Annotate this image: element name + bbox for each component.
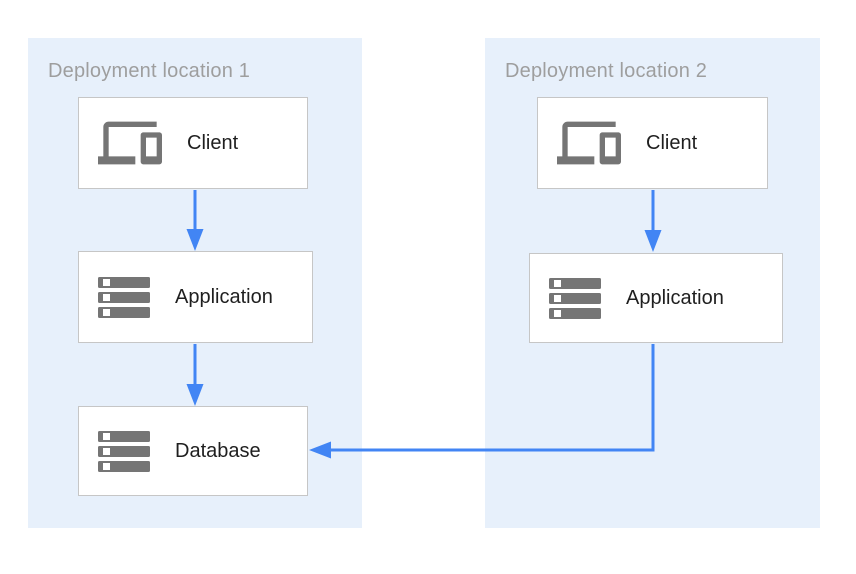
node-application: Application (529, 253, 783, 343)
node-client: Client (78, 97, 308, 189)
devices-icon (557, 111, 621, 175)
node-label: Client (187, 131, 239, 154)
zone-title: Deployment location 1 (48, 60, 251, 82)
node-label: Database (175, 439, 261, 462)
zone-deployment-location-1: Deployment location 1 Client Application (28, 38, 362, 528)
zone-deployment-location-2: Deployment location 2 Client Application (485, 38, 820, 528)
node-client: Client (537, 97, 768, 189)
devices-icon (98, 111, 162, 175)
node-label: Client (646, 131, 698, 154)
server-icon (98, 430, 150, 472)
node-application: Application (78, 251, 313, 343)
node-label: Application (626, 286, 724, 309)
zone-title: Deployment location 2 (505, 60, 708, 82)
server-icon (98, 276, 150, 318)
node-database: Database (78, 406, 308, 496)
node-label: Application (175, 285, 273, 308)
server-icon (549, 277, 601, 319)
